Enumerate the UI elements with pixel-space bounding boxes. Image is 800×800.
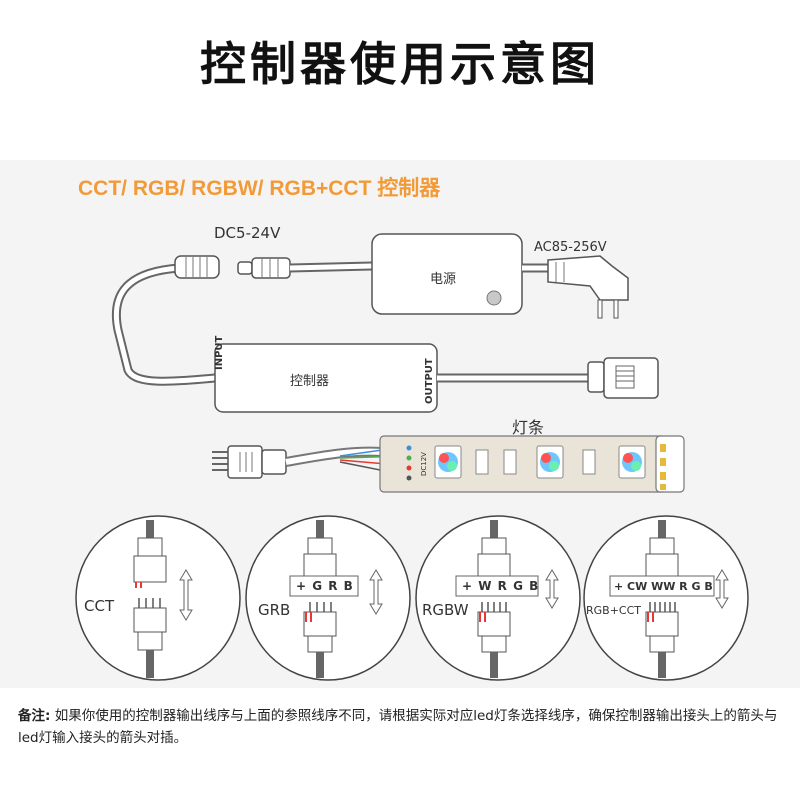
resistor — [582, 449, 596, 475]
input-label: INPUT — [214, 335, 225, 370]
power-supply-box — [371, 233, 523, 315]
strip-voltage-label: DC12V — [420, 452, 428, 476]
note-body: 如果你使用的控制器输出线序与上面的参照线序不同，请根据实际对应led灯条选择线序… — [18, 708, 778, 746]
power-supply-label: 电源 — [430, 272, 457, 287]
pin-order-rgbw: + W R G B — [462, 579, 540, 593]
dc-voltage-label: DC5-24V — [214, 224, 281, 242]
resistor — [475, 449, 489, 475]
mode-label-grb: GRB — [258, 601, 291, 619]
page-title: 控制器使用示意图 — [200, 37, 600, 91]
led-chip — [434, 445, 462, 479]
controller-label: 控制器 — [290, 374, 330, 389]
detail-circle-grb — [245, 515, 411, 681]
output-connector — [587, 357, 659, 399]
led-chip — [618, 445, 646, 479]
pin-order-grb: + G R B — [296, 579, 354, 593]
ac-voltage-label: AC85-256V — [534, 240, 607, 255]
light-strip-label: 灯条 — [512, 418, 545, 437]
detail-circle-rgbcct — [583, 515, 749, 681]
strip-input-connector — [212, 445, 287, 479]
mode-label-rgbcct: RGB+CCT — [586, 604, 642, 617]
note-text: 备注: 如果你使用的控制器输出线序与上面的参照线序不同，请根据实际对应led灯条… — [18, 705, 794, 749]
diagram-subtitle: CCT/ RGB/ RGBW/ RGB+CCT 控制器 — [78, 177, 441, 200]
dc-male-plug — [237, 257, 291, 279]
detail-circle-cct — [75, 515, 241, 681]
mode-label-cct: CCT — [84, 597, 115, 615]
ac-plug — [547, 255, 629, 319]
dc-female-jack — [174, 255, 220, 279]
mode-label-rgbw: RGBW — [422, 601, 469, 619]
detail-circle-rgbw — [415, 515, 581, 681]
led-chip — [536, 445, 564, 479]
note-prefix: 备注: — [18, 708, 51, 724]
resistor — [503, 449, 517, 475]
power-led — [486, 290, 502, 306]
output-label: OUTPUT — [424, 358, 435, 404]
pin-order-rgbcct: + CW WW R G B — [614, 580, 713, 593]
